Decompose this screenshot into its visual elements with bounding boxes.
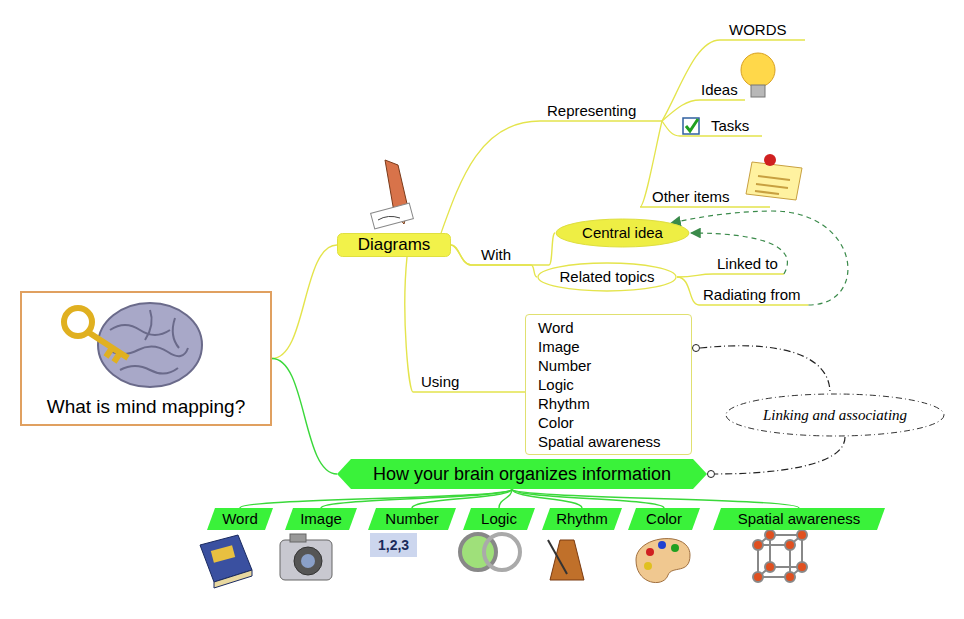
node-text: Central idea <box>582 224 663 242</box>
list-item: Word <box>538 318 574 337</box>
category-tag: Word <box>207 508 273 530</box>
connector <box>412 489 512 508</box>
end-dot <box>693 345 700 352</box>
connector-line <box>272 359 337 475</box>
list-item: Rhythm <box>538 394 590 413</box>
node-text: Spatial awareness <box>738 510 861 528</box>
branch-label: WORDS <box>729 21 787 39</box>
connector <box>671 211 848 305</box>
topic-ellipse: Related topics <box>537 262 677 292</box>
edge-label: With <box>481 246 511 264</box>
camera-icon <box>280 534 332 580</box>
node-text: Color <box>646 510 682 528</box>
connector-line <box>451 245 537 277</box>
connector-dashed <box>700 346 830 393</box>
node-text: Rhythm <box>556 510 608 528</box>
cube-molecule-icon <box>753 530 807 582</box>
logic-circles-icon <box>460 534 520 570</box>
connector-line <box>499 489 512 508</box>
category-tag: Spatial awareness <box>713 508 885 530</box>
edge-label: Radiating from <box>703 286 801 304</box>
branch-label: Representing <box>547 102 636 120</box>
connector-dashed <box>691 233 787 274</box>
node-text: Word <box>222 510 258 528</box>
connector-line <box>451 233 555 265</box>
node-text: Related topics <box>559 268 654 286</box>
branch-label: Tasks <box>711 117 749 135</box>
node-text: Number <box>385 510 438 528</box>
connector <box>451 233 555 265</box>
pencil-icon <box>371 160 414 229</box>
category-tag: Number <box>368 508 456 530</box>
connector-dashed <box>715 437 845 474</box>
note-icon <box>746 154 802 200</box>
connector <box>240 489 512 508</box>
list-item: Number <box>538 356 591 375</box>
branch-label: Ideas <box>701 81 738 99</box>
list-item: Spatial awareness <box>538 432 661 451</box>
connector <box>405 257 525 392</box>
node-text: Image <box>300 510 342 528</box>
connector-line <box>512 489 799 508</box>
connector <box>272 245 337 359</box>
list-item: Image <box>538 337 580 356</box>
connector-line <box>677 277 809 305</box>
lightbulb-icon <box>741 53 775 97</box>
list-item: Logic <box>538 375 574 394</box>
branch-band: Diagrams <box>337 233 451 257</box>
branch-lines <box>440 40 805 236</box>
connector-line <box>412 489 512 508</box>
list-box: WordImageNumberLogicRhythmColorSpatial a… <box>525 314 692 455</box>
category-tag: Color <box>628 508 700 530</box>
node-text: How your brain organizes information <box>373 463 671 485</box>
topic-box: What is mind mapping? <box>20 291 272 426</box>
connector-dashed <box>671 211 848 305</box>
central-ellipse: Central idea <box>555 218 690 248</box>
connector <box>321 489 512 508</box>
palette-icon <box>636 539 690 583</box>
node-text: What is mind mapping? <box>47 395 246 418</box>
metronome-icon <box>548 540 584 580</box>
connector <box>512 489 799 508</box>
book-icon <box>200 535 252 588</box>
category-tag: Rhythm <box>542 508 622 530</box>
edge-label: Linked to <box>717 255 778 273</box>
connector-line <box>240 489 512 508</box>
key-brain-icon <box>64 303 202 387</box>
checkbox-icon <box>683 118 699 134</box>
connector <box>272 359 337 475</box>
connector-line <box>321 489 512 508</box>
connector <box>708 437 846 478</box>
connector-line <box>405 257 525 392</box>
connector <box>499 489 512 508</box>
node-text: Diagrams <box>358 235 431 255</box>
category-tag: Logic <box>463 508 535 530</box>
node-text: Linking and associating <box>763 406 907 424</box>
category-tag: Image <box>285 508 357 530</box>
connector-line <box>677 274 784 277</box>
edge-label: Using <box>421 373 459 391</box>
note-ellipse: Linking and associating <box>725 393 945 437</box>
branch-label: Other items <box>652 188 730 206</box>
connector-line <box>272 245 337 359</box>
connector <box>693 345 831 394</box>
heading-band: How your brain organizes information <box>337 459 707 489</box>
connector <box>677 233 787 277</box>
connector <box>451 245 537 277</box>
end-dot <box>708 471 715 478</box>
number-icon: 1,2,3 <box>370 533 417 557</box>
node-text: Logic <box>481 510 517 528</box>
list-item: Color <box>538 413 574 432</box>
